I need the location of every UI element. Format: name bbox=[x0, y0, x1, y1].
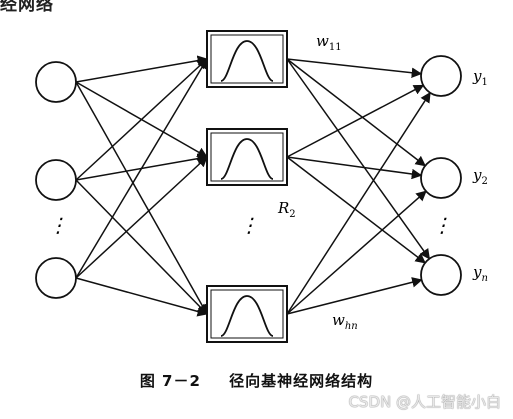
ellipsis-input: ⋮ bbox=[48, 213, 68, 237]
gaussian-bell-curve bbox=[220, 295, 274, 337]
gaussian-bell-curve bbox=[220, 138, 274, 180]
figure-title: 径向基神经网络结构 bbox=[229, 372, 374, 390]
hidden-rbf-unit-2 bbox=[206, 128, 288, 186]
output-label-y1: y1 bbox=[472, 67, 488, 88]
rbf-box-inner-frame bbox=[210, 289, 284, 339]
gaussian-bell-curve bbox=[220, 40, 274, 82]
rbf-box-inner-frame bbox=[210, 34, 284, 84]
edge-hidden-1-to-output-3 bbox=[286, 58, 431, 260]
top-heading-fragment: 经网络 bbox=[0, 0, 54, 15]
input-node-2 bbox=[35, 159, 77, 201]
edge-hidden-3-to-output-2 bbox=[286, 190, 427, 315]
edge-input-1-to-hidden-1 bbox=[75, 55, 209, 83]
output-node-1 bbox=[420, 55, 462, 97]
edge-input-3-to-hidden-1 bbox=[75, 58, 208, 279]
input-node-1 bbox=[35, 61, 77, 103]
rbf-box bbox=[206, 285, 288, 343]
edge-input-2-to-hidden-3 bbox=[75, 179, 208, 315]
edge-input-3-to-hidden-2 bbox=[75, 156, 208, 279]
radial-unit-label-r2: R2 bbox=[277, 199, 296, 220]
rbf-box bbox=[206, 128, 288, 186]
ellipsis-hidden: ⋮ bbox=[239, 213, 259, 237]
weight-label-whn: whn bbox=[332, 311, 358, 332]
figure-caption: 图 7－2 径向基神经网络结构 bbox=[0, 370, 513, 391]
input-node-3 bbox=[35, 257, 77, 299]
edge-hidden-3-to-output-3 bbox=[286, 277, 423, 315]
edge-hidden-3-to-output-1 bbox=[286, 91, 431, 315]
csdn-watermark: CSDN @人工智能小白 bbox=[348, 393, 501, 411]
edge-hidden-2-to-output-1 bbox=[286, 84, 425, 158]
network-nodes bbox=[35, 30, 462, 343]
output-node-3 bbox=[420, 254, 462, 296]
output-node-2 bbox=[420, 157, 462, 199]
output-label-y2: y2 bbox=[472, 166, 488, 187]
ellipsis-output: ⋮ bbox=[432, 213, 452, 237]
rbf-box-inner-frame bbox=[210, 132, 284, 182]
edge-input-3-to-hidden-3 bbox=[75, 277, 209, 317]
edge-hidden-2-to-output-2 bbox=[286, 156, 423, 180]
edge-hidden-1-to-output-2 bbox=[286, 58, 427, 167]
figure-number: 图 7－2 bbox=[139, 372, 201, 390]
edge-hidden-1-to-output-1 bbox=[286, 58, 423, 78]
weight-label-w11: w11 bbox=[316, 32, 342, 53]
hidden-rbf-unit-1 bbox=[206, 30, 288, 88]
edge-hidden-2-to-output-3 bbox=[286, 156, 426, 264]
rbf-box bbox=[206, 30, 288, 88]
output-label-yn: yn bbox=[472, 263, 488, 284]
hidden-rbf-unit-3 bbox=[206, 285, 288, 343]
edge-input-1-to-hidden-3 bbox=[75, 81, 208, 315]
connection-edges bbox=[75, 55, 431, 317]
edge-input-2-to-hidden-1 bbox=[75, 58, 208, 181]
